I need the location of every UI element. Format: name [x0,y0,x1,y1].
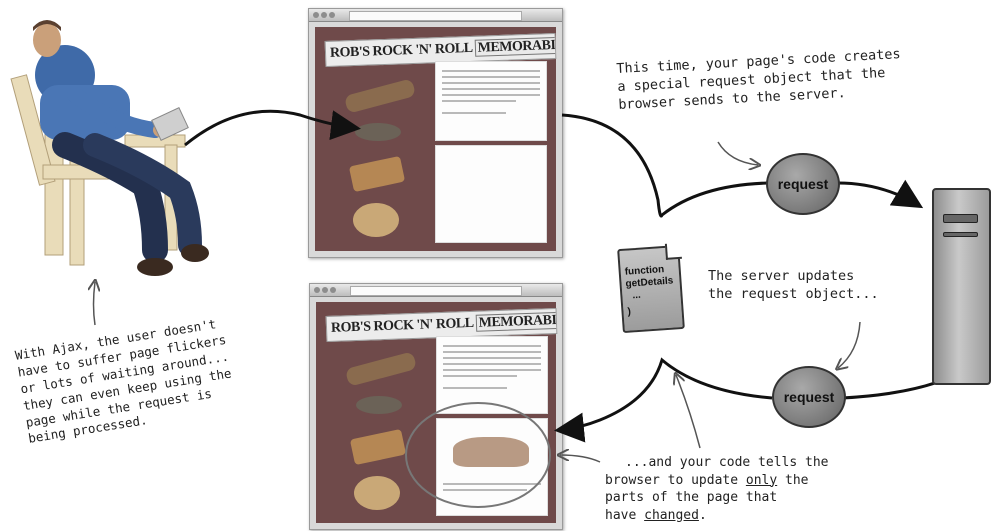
request-to-browser-arrow [560,360,772,430]
request-label: request [784,389,835,405]
annotation-pointer-user [94,282,96,325]
page-fold-icon [665,243,682,260]
annotation-pointer-update [560,455,600,462]
server-drive-bay [943,214,978,223]
annotation-server-updates: The server updates the request object... [708,267,879,303]
request-bubble-bottom: request [772,366,846,428]
browser-to-request-arrow [562,115,768,216]
server-vent [943,232,978,237]
annotation-code-tells: ...and your code tells the browser to up… [605,454,829,524]
server-tower [932,188,991,385]
annotation-pointer-request [718,142,758,165]
request-bubble-top: request [766,153,840,215]
user-to-browser-arrow [185,111,355,145]
annotation-pointer-server [838,322,860,368]
code-text: function getDetails ... ) [624,263,675,318]
request-label: request [778,176,829,192]
annotation-pointer-code [676,375,700,448]
server-to-request-arrow [842,382,938,398]
javascript-code-document: function getDetails ... ) [617,245,685,333]
changed-panel-highlight [406,403,550,507]
request-to-server-arrow [834,183,918,205]
